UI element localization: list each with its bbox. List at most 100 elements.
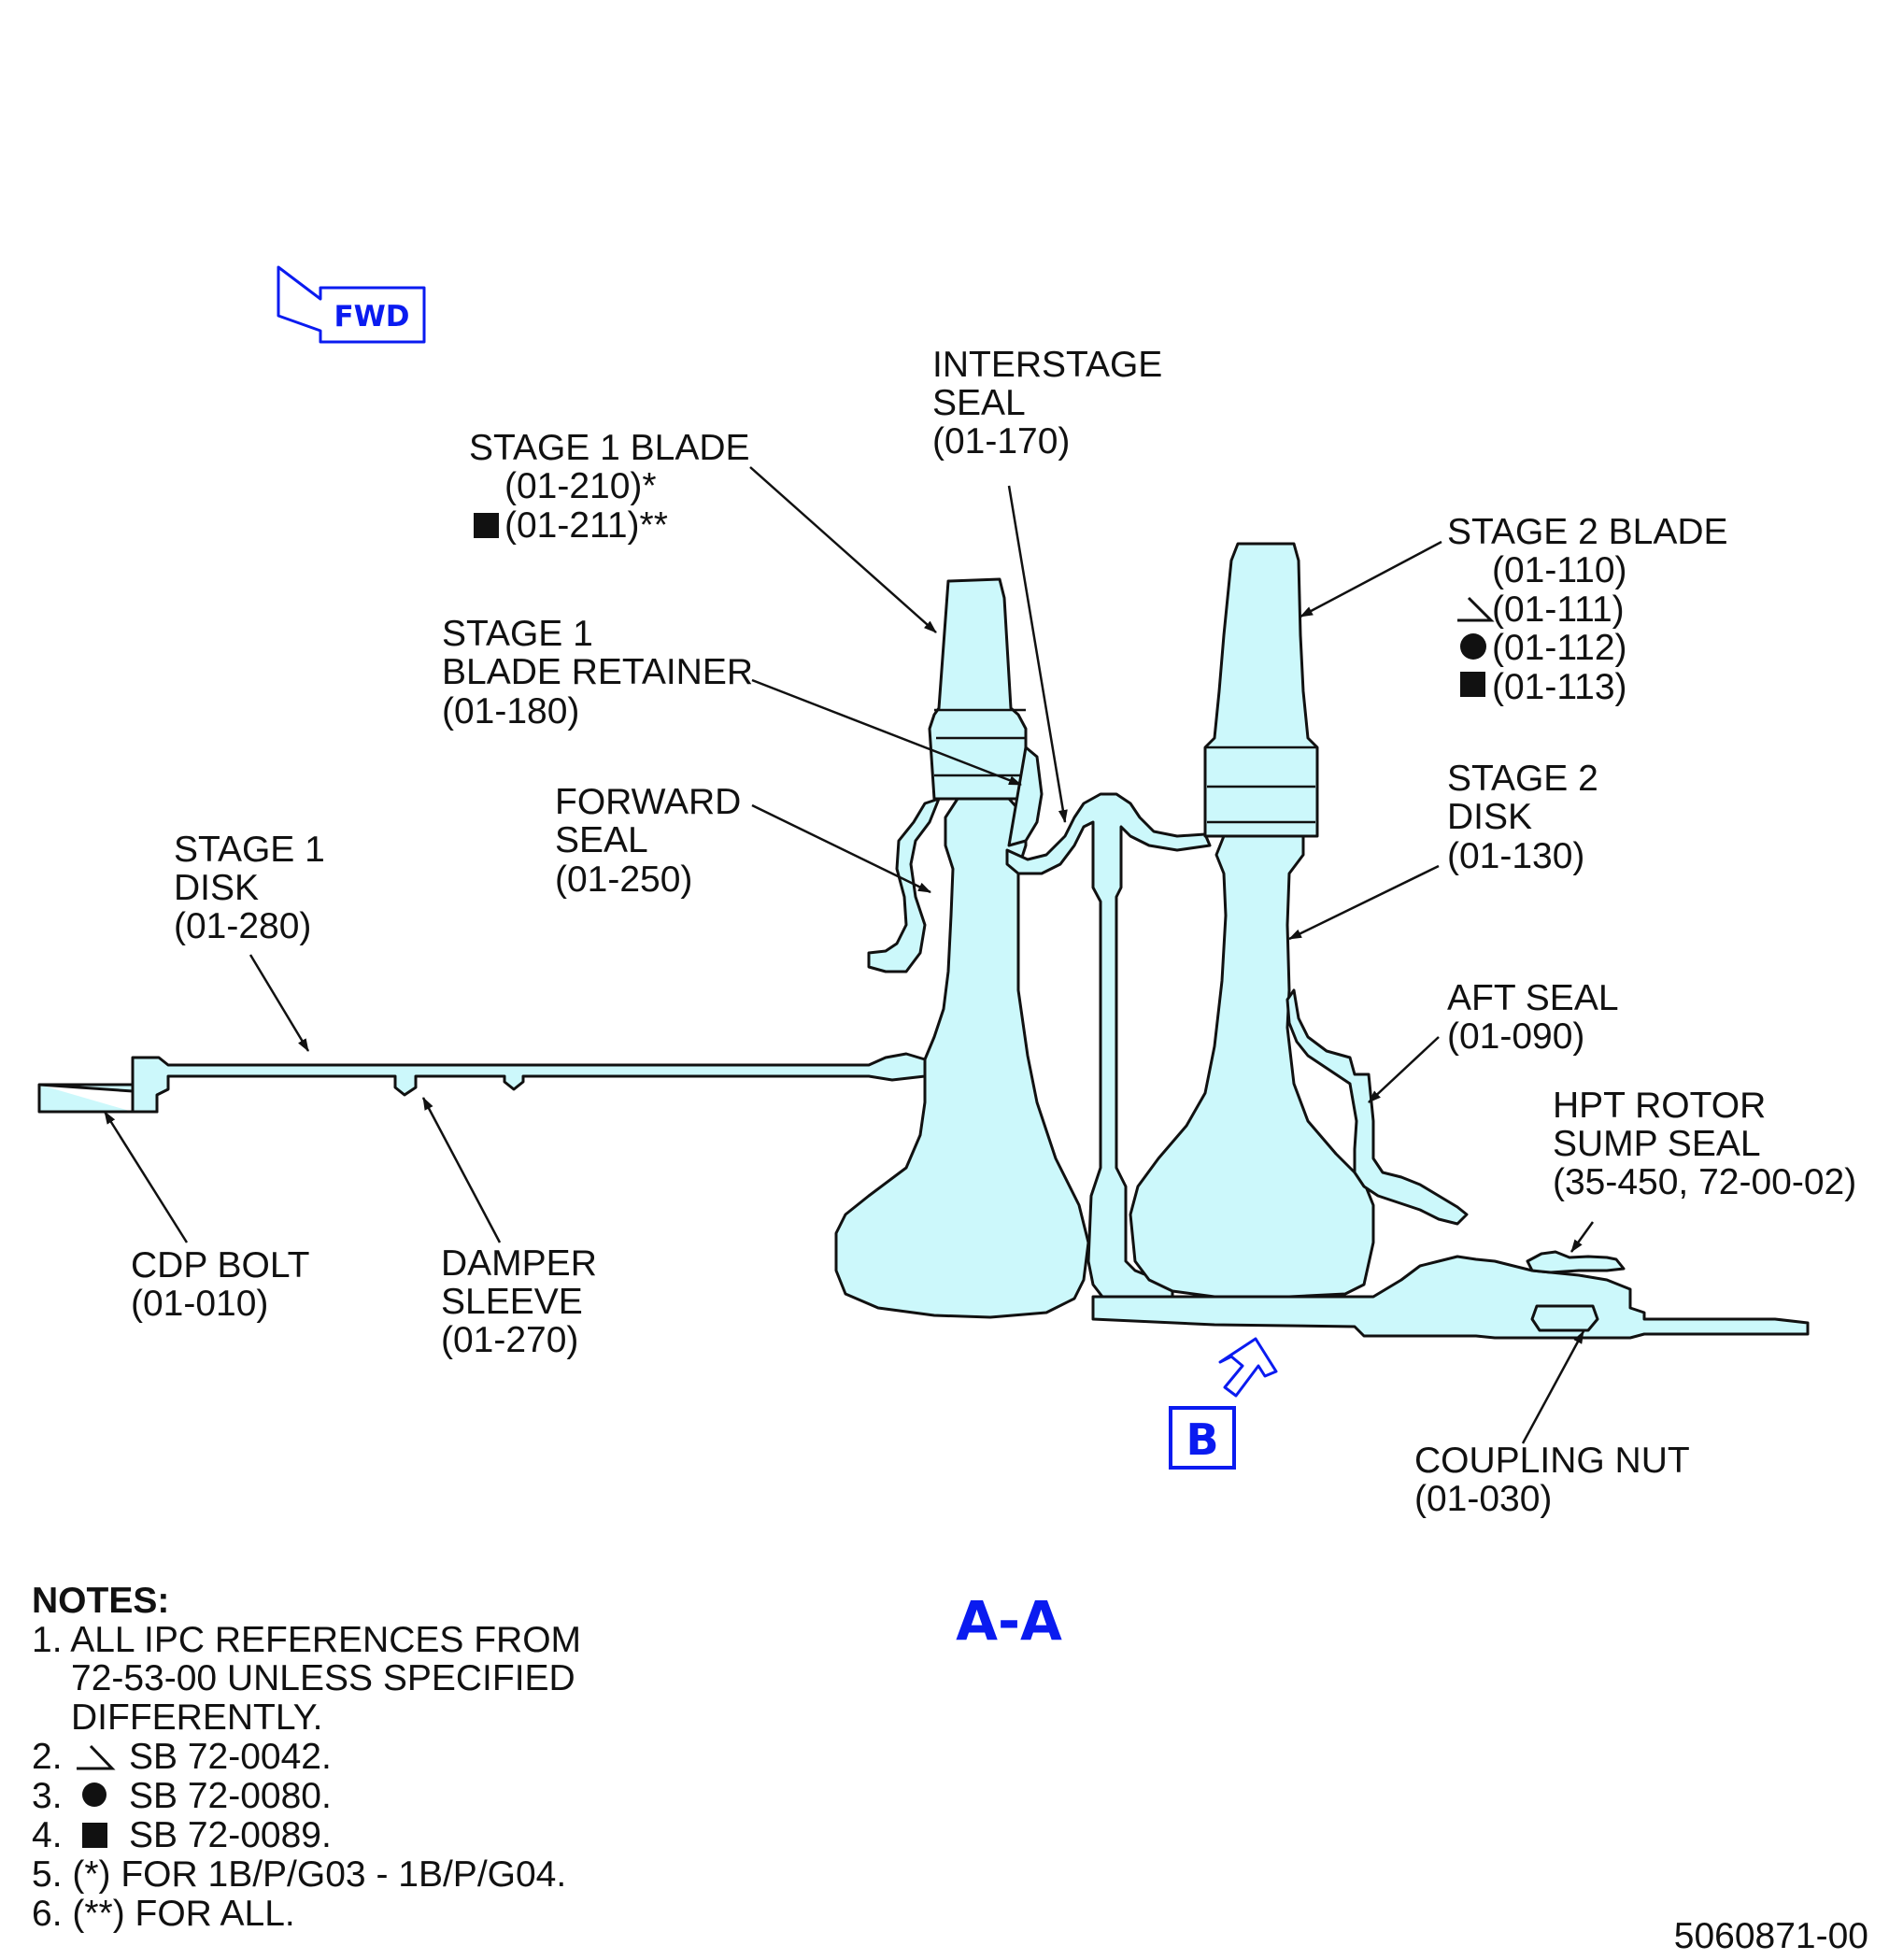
stage1-disk-shaft: [131, 1052, 927, 1114]
triangle-symbol-icon: [1457, 596, 1495, 622]
callout-aft-seal: AFT SEAL (01-090): [1447, 978, 1619, 1057]
aft-shaft: [1091, 1255, 1810, 1340]
stage2-disk-line1: STAGE 2: [1447, 759, 1598, 799]
callout-stage2-disk: STAGE 2 DISK (01-130): [1447, 759, 1598, 876]
damper-sleeve-line2: SLEEVE: [441, 1282, 583, 1322]
hpt-rotor-sump-seal: [1526, 1250, 1626, 1274]
note-3-number: 3.: [32, 1776, 63, 1816]
stage2-blade-ref-110: (01-110): [1492, 550, 1627, 590]
stage1-disk-line1: STAGE 1: [174, 830, 325, 870]
leader-stage1-blade-retainer: [751, 678, 1022, 787]
forward-seal-line1: FORWARD: [555, 782, 741, 822]
stage1-blade-retainer-line1: STAGE 1: [442, 614, 593, 654]
stage1-blade-retainer: [1007, 746, 1044, 847]
stage2-blade: [1203, 542, 1319, 838]
callout-interstage-seal: INTERSTAGE SEAL (01-170): [932, 345, 1162, 462]
cdp-bolt-ref: (01-010): [131, 1284, 268, 1324]
square-symbol-icon: [474, 513, 499, 538]
notes-block: NOTES: 1. ALL IPC REFERENCES FROM 72-53-…: [32, 1581, 581, 1934]
stage1-blade-ref2: (01-211)**: [504, 505, 668, 546]
figure-id: 5060871-00: [1674, 1916, 1868, 1956]
leader-stage2-blade: [1300, 540, 1442, 618]
view-arrow-icon: [1218, 1337, 1278, 1398]
forward-seal: [867, 797, 941, 973]
stage2-blade-ref-113: (01-113): [1492, 667, 1627, 707]
view-b-label: B: [1186, 1414, 1218, 1465]
leader-lines: [103, 466, 1595, 1444]
stage2-blade-ref-112: (01-112): [1492, 628, 1627, 668]
stage2-disk-ref: (01-130): [1447, 836, 1584, 876]
square-symbol-icon: [1460, 672, 1485, 697]
interstage-seal-ref: (01-170): [932, 421, 1070, 462]
callout-hpt-rotor-sump-seal: HPT ROTOR SUMP SEAL (35-450, 72-00-02): [1553, 1086, 1856, 1202]
interstage-seal-line1: INTERSTAGE: [932, 345, 1162, 385]
interstage-seal-line2: SEAL: [932, 383, 1026, 423]
fwd-label: FWD: [334, 300, 409, 334]
section-label: A-A: [956, 1589, 1062, 1653]
rotor-assembly: [37, 542, 1810, 1340]
note-1-line3: DIFFERENTLY.: [71, 1697, 322, 1738]
cdp-bolt-line1: CDP BOLT: [131, 1245, 309, 1285]
callout-damper-sleeve: DAMPER SLEEVE (01-270): [441, 1243, 597, 1360]
stage1-disk-line2: DISK: [174, 868, 259, 908]
fwd-arrow-icon: [277, 265, 426, 344]
view-b-indicator: B: [1169, 1337, 1278, 1470]
stage1-disk: [834, 797, 1090, 1319]
note-3-text: SB 72-0080.: [129, 1776, 332, 1816]
hpt-rotor-sump-seal-line2: SUMP SEAL: [1553, 1124, 1761, 1164]
leader-stage1-disk: [249, 954, 310, 1052]
note-4-number: 4.: [32, 1815, 63, 1855]
stage2-disk-line2: DISK: [1447, 797, 1532, 837]
view-b-box: [1169, 1406, 1236, 1470]
triangle-symbol-icon: [77, 1744, 116, 1770]
square-symbol-icon: [82, 1823, 107, 1848]
aft-seal-ref: (01-090): [1447, 1016, 1584, 1057]
note-4-text: SB 72-0089.: [129, 1815, 332, 1855]
stage1-disk-ref: (01-280): [174, 906, 311, 946]
damper-sleeve-ref: (01-270): [441, 1320, 578, 1360]
stage2-blade-platform-lines: [1205, 746, 1317, 824]
leader-stage1-blade: [749, 466, 937, 633]
leader-forward-seal: [751, 803, 931, 894]
leader-aft-seal: [1368, 1036, 1440, 1103]
notes-heading: NOTES:: [32, 1581, 169, 1621]
callout-stage1-disk: STAGE 1 DISK (01-280): [174, 830, 325, 946]
fwd-arrow: FWD: [277, 265, 426, 344]
hpt-rotor-sump-seal-ref: (35-450, 72-00-02): [1553, 1162, 1856, 1202]
damper-sleeve-line1: DAMPER: [441, 1243, 597, 1284]
leader-coupling-nut: [1521, 1330, 1585, 1444]
stage1-blade-title: STAGE 1 BLADE: [469, 428, 750, 468]
note-1-line1: 1. ALL IPC REFERENCES FROM: [32, 1620, 581, 1660]
forward-seal-ref: (01-250): [555, 859, 692, 900]
note-2-text: SB 72-0042.: [129, 1737, 332, 1777]
coupling-nut-line1: COUPLING NUT: [1414, 1441, 1690, 1481]
aft-seal: [1285, 988, 1469, 1226]
leader-damper-sleeve: [421, 1097, 502, 1243]
callout-cdp-bolt: CDP BOLT (01-010): [131, 1245, 309, 1324]
forward-seal-line2: SEAL: [555, 820, 648, 860]
stage1-blade-retainer-line2: BLADE RETAINER: [442, 652, 753, 692]
stage1-blade: [928, 577, 1028, 801]
aft-seal-line1: AFT SEAL: [1447, 978, 1619, 1018]
callout-stage2-blade: STAGE 2 BLADE (01-110) (01-111) (01-112)…: [1447, 512, 1728, 707]
note-2-number: 2.: [32, 1737, 63, 1777]
leader-stage2-disk: [1288, 864, 1440, 941]
leader-interstage-seal: [1007, 485, 1068, 823]
coupling-nut-ref: (01-030): [1414, 1479, 1552, 1519]
stage1-blade-retainer-ref: (01-180): [442, 691, 579, 731]
circle-symbol-icon: [82, 1782, 107, 1807]
note-6: 6. (**) FOR ALL.: [32, 1894, 295, 1934]
callout-stage1-blade-retainer: STAGE 1 BLADE RETAINER (01-180): [442, 614, 753, 731]
callout-stage1-blade: STAGE 1 BLADE (01-210)* (01-211)**: [469, 428, 750, 546]
note-5: 5. (*) FOR 1B/P/G03 - 1B/P/G04.: [32, 1854, 566, 1895]
stage2-blade-ref-111: (01-111): [1492, 589, 1625, 630]
stage2-blade-title: STAGE 2 BLADE: [1447, 512, 1728, 552]
callout-coupling-nut: COUPLING NUT (01-030): [1414, 1441, 1690, 1519]
note-1-line2: 72-53-00 UNLESS SPECIFIED: [71, 1658, 575, 1698]
hpt-rotor-sump-seal-line1: HPT ROTOR: [1553, 1086, 1766, 1126]
stage1-blade-platform-lines: [934, 708, 1026, 777]
circle-symbol-icon: [1460, 633, 1486, 660]
callout-forward-seal: FORWARD SEAL (01-250): [555, 782, 741, 900]
coupling-nut: [1530, 1304, 1599, 1332]
